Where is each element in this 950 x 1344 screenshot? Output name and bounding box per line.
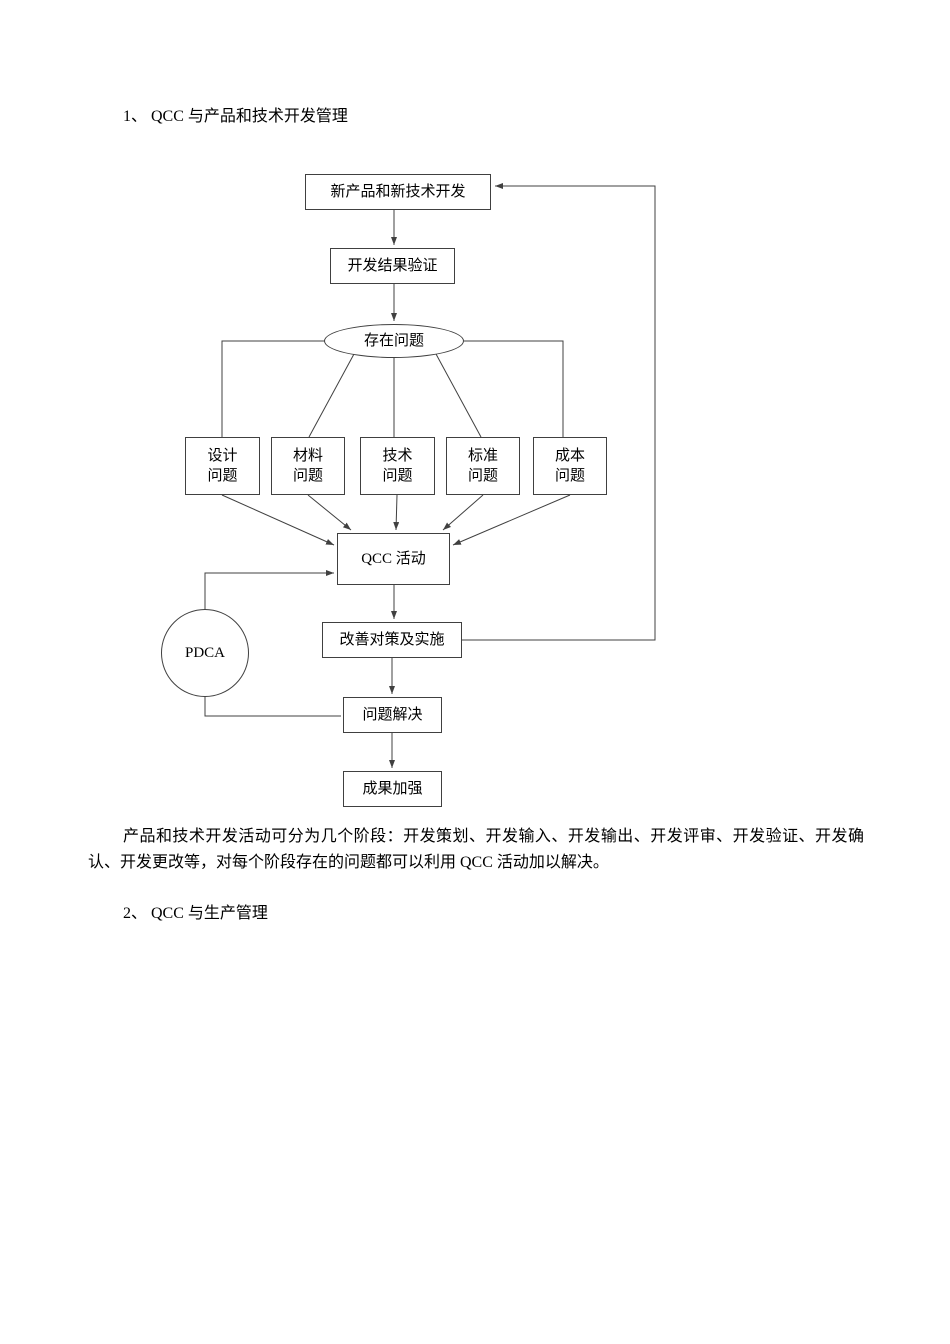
section-heading-1: 1、 QCC 与产品和技术开发管理: [123, 108, 348, 125]
node-qcc-activity: QCC 活动: [337, 533, 450, 585]
node-standard-problem: 标准 问题: [446, 437, 520, 495]
node-cost-problem: 成本 问题: [533, 437, 607, 495]
connector-material-to-qcc: [307, 494, 352, 531]
node-existing-problems: 存在问题: [324, 324, 464, 358]
connector-standard-to-qcc: [442, 494, 484, 531]
connector-problems-to-design: [221, 340, 325, 437]
node-technology-problem: 技术 问题: [360, 437, 435, 495]
connector-pdca-to-solve: [204, 697, 341, 717]
body-paragraph: 产品和技术开发活动可分为几个阶段：开发策划、开发输入、开发输出、开发评审、开发验…: [88, 828, 864, 871]
node-design-problem: 设计 问题: [185, 437, 260, 495]
connector-improve-feedback-to-dev: [462, 183, 656, 641]
node-improvement-measures-implementation: 改善对策及实施: [322, 622, 462, 658]
connector-problems-to-standard: [435, 353, 482, 438]
connector-cost-to-qcc: [452, 494, 571, 546]
node-new-product-tech-development: 新产品和新技术开发: [305, 174, 491, 210]
node-result-strengthening: 成果加强: [343, 771, 442, 807]
connector-tech-to-qcc: [393, 494, 400, 531]
connector-problems-to-cost: [464, 340, 564, 437]
section-heading-2: 2、 QCC 与生产管理: [123, 905, 268, 922]
connector-pdca-to-qcc: [204, 570, 334, 609]
node-pdca-circle: PDCA: [161, 609, 249, 697]
node-material-problem: 材料 问题: [271, 437, 345, 495]
node-problem-solved: 问题解决: [343, 697, 442, 733]
connector-design-to-qcc: [221, 494, 335, 546]
connector-problems-to-material: [308, 353, 355, 438]
node-development-result-verification: 开发结果验证: [330, 248, 455, 284]
